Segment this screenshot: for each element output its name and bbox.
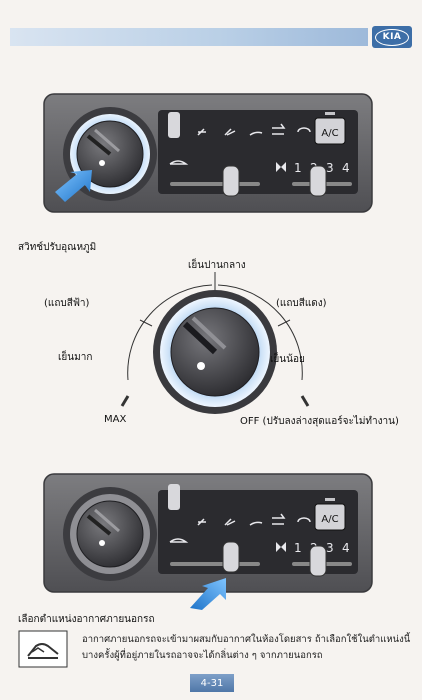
- outside-air-icon: [18, 630, 68, 668]
- page-number: 4-31: [190, 674, 234, 692]
- mode-icons: [197, 123, 311, 136]
- label-very-cool: เย็นมาก: [58, 352, 93, 363]
- description-line: บางครั้งผู้ที่อยู่ภายในรถอาจจะได้กลิ่นต่…: [82, 650, 323, 661]
- svg-text:A/C: A/C: [321, 514, 338, 525]
- temp-section-title: สวิทช์ปรับอุณหภูมิ: [18, 242, 97, 253]
- ac-button[interactable]: A/C: [314, 498, 346, 531]
- fan-speed-lever[interactable]: [309, 545, 327, 577]
- label-medium-cool: เย็นปานกลาง: [188, 260, 246, 271]
- fan-speed-3: 3: [326, 541, 334, 555]
- outside-description: อากาศภายนอกรถจะเข้ามาผสมกับอากาศในห้องโด…: [82, 632, 418, 664]
- svg-text:A/C: A/C: [321, 128, 338, 139]
- fan-speed-1: 1: [294, 541, 302, 555]
- outside-section-title: เลือกตำแหน่งอากาศภายนอกรถ: [18, 614, 155, 625]
- fan-speed-1: 1: [294, 161, 302, 175]
- outside-air-icon: [169, 538, 189, 543]
- fan-speed-3: 3: [326, 161, 334, 175]
- air-source-lever[interactable]: [222, 541, 240, 573]
- mode-icons: [197, 513, 311, 526]
- label-slightly-cool: เย็นน้อย: [270, 354, 305, 365]
- fan-speed-4: 4: [342, 541, 350, 555]
- recirc-lever[interactable]: [168, 484, 180, 510]
- ac-button[interactable]: A/C: [314, 112, 346, 145]
- temperature-knob[interactable]: [63, 487, 157, 581]
- fan-speed-lever[interactable]: [309, 165, 327, 197]
- label-off: OFF (ปรับลงล่างสุดแอร์จะไม่ทำงาน): [240, 416, 399, 427]
- pointer-arrow: [190, 578, 226, 610]
- temperature-knob-large[interactable]: [153, 290, 277, 414]
- label-red-band: (แถบสีแดง): [276, 298, 327, 309]
- logo-text: KIA: [375, 28, 409, 46]
- brand-logo: KIA: [372, 26, 412, 48]
- label-max: MAX: [104, 414, 127, 425]
- air-source-lever[interactable]: [222, 165, 240, 197]
- recirc-lever[interactable]: [168, 112, 180, 138]
- label-blue-band: (แถบสีฟ้า): [44, 298, 90, 309]
- outside-air-icon: [169, 160, 189, 165]
- fan-icon: [276, 542, 286, 552]
- header-bar: [10, 28, 368, 46]
- temperature-dial-diagram: [120, 272, 310, 414]
- control-panel-top: A/C 1 2 3 4: [43, 93, 373, 213]
- pointer-arrow: [55, 170, 92, 202]
- control-panel-bottom: A/C 1 2 3 4: [43, 473, 373, 610]
- fan-icon: [276, 162, 286, 172]
- description-line: อากาศภายนอกรถจะเข้ามาผสมกับอากาศในห้องโด…: [82, 634, 411, 645]
- fan-speed-4: 4: [342, 161, 350, 175]
